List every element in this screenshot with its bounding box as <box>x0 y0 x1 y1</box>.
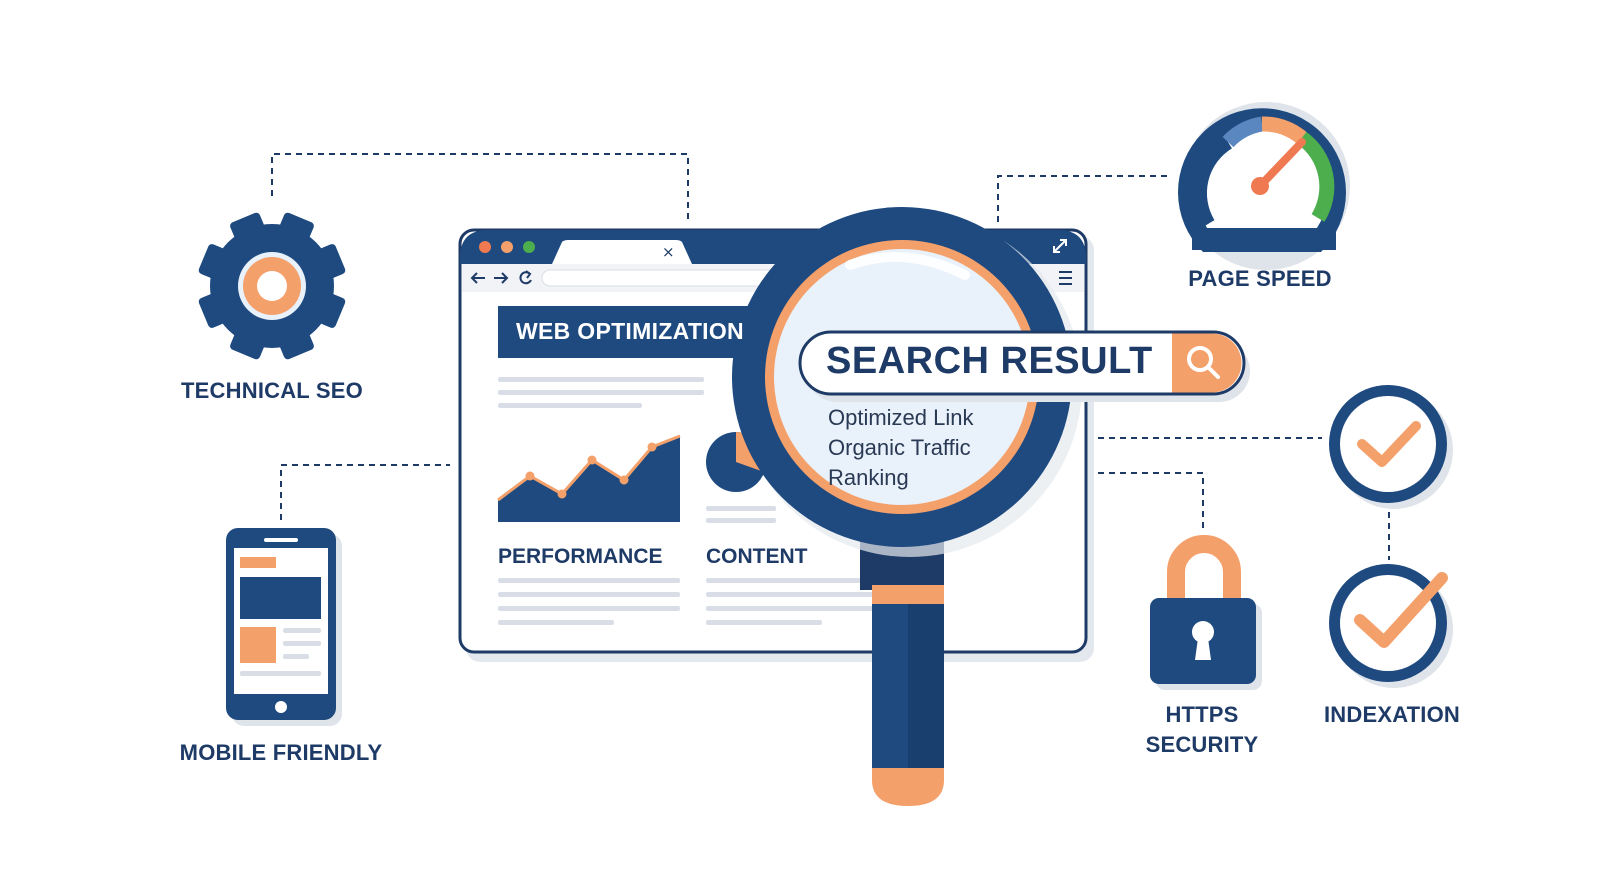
checkmark-icon <box>1329 385 1453 509</box>
page-title: WEB OPTIMIZATION <box>516 318 744 344</box>
performance-label: PERFORMANCE <box>498 545 663 568</box>
https-label-line2: SECURITY <box>1145 732 1259 757</box>
hamburger-icon[interactable] <box>1059 271 1072 285</box>
connector-lines <box>271 153 1390 560</box>
connector-page-speed <box>997 175 1168 222</box>
tab-close-button[interactable]: × <box>662 243 675 261</box>
https-label-line1: HTTPS <box>1165 702 1239 727</box>
speedometer-needle <box>1256 138 1306 190</box>
window-minimize-dot[interactable] <box>501 241 513 253</box>
connector-technical-seo <box>271 153 689 222</box>
search-icon[interactable] <box>1187 346 1220 379</box>
performance-chart <box>497 434 681 522</box>
back-arrow-icon[interactable] <box>470 272 485 284</box>
connector-mobile-friendly <box>280 464 450 520</box>
padlock-icon <box>1150 535 1262 690</box>
indexation-check-icon <box>1329 564 1453 688</box>
result-item-optimized-link[interactable]: Optimized Link <box>828 405 974 430</box>
indexation-label: INDEXATION <box>1323 702 1461 727</box>
search-bar[interactable] <box>798 330 1250 402</box>
mobile-friendly-label: MOBILE FRIENDLY <box>179 740 383 765</box>
window-close-dot[interactable] <box>479 241 491 253</box>
reload-icon[interactable] <box>519 270 532 285</box>
smartphone-icon <box>226 528 342 726</box>
content-label: CONTENT <box>706 545 808 568</box>
speedometer-icon <box>1178 102 1350 270</box>
text-placeholder-lines <box>498 377 896 625</box>
browser-tab[interactable] <box>552 240 692 264</box>
result-item-ranking[interactable]: Ranking <box>828 465 909 490</box>
expand-icon[interactable] <box>1053 239 1067 253</box>
result-item-organic-traffic[interactable]: Organic Traffic <box>828 435 971 460</box>
technical-seo-label: TECHNICAL SEO <box>181 378 363 403</box>
magnifier-handle <box>872 585 944 806</box>
forward-arrow-icon[interactable] <box>494 272 509 284</box>
window-maximize-dot[interactable] <box>523 241 535 253</box>
connector-https <box>1098 472 1204 530</box>
page-banner <box>498 306 760 358</box>
gear-icon <box>198 212 346 360</box>
search-query[interactable]: SEARCH RESULT <box>826 340 1153 382</box>
search-button[interactable] <box>1172 333 1242 393</box>
page-speed-label: PAGE SPEED <box>1188 266 1332 291</box>
